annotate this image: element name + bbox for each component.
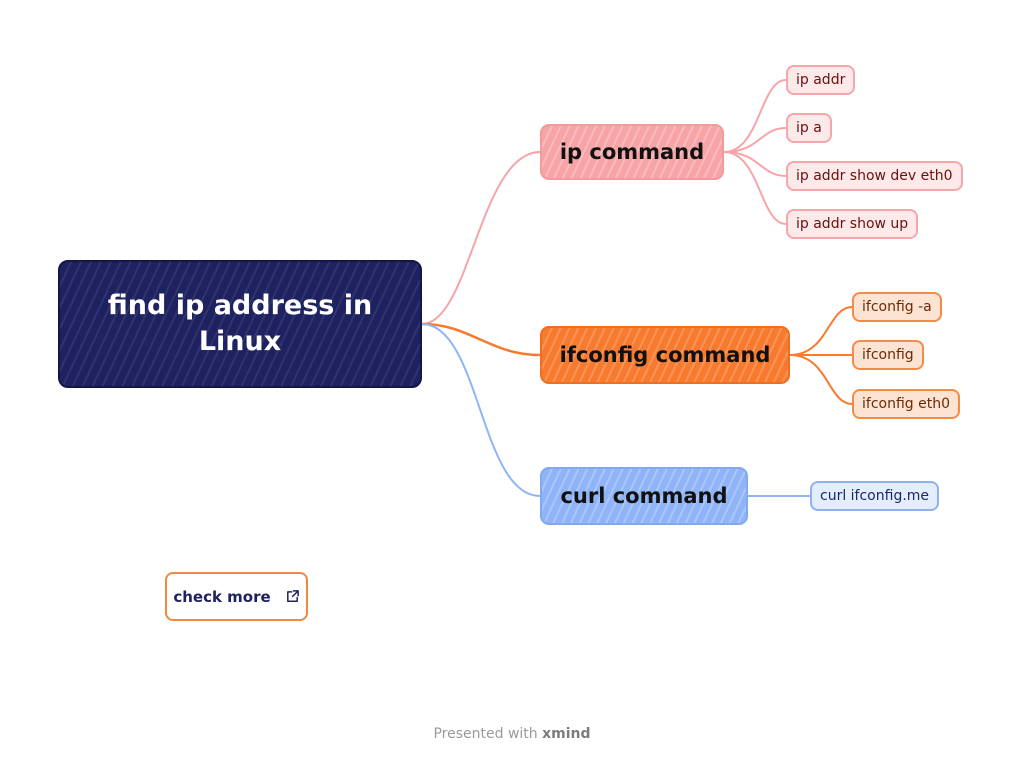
subtopic-ip-addr[interactable]: ip addr [786, 65, 856, 95]
subtopic-curl-ifconfig-me[interactable]: curl ifconfig.me [810, 481, 940, 511]
subtopic-ip-addr-show-dev-eth0[interactable]: ip addr show dev eth0 [786, 161, 963, 191]
subtopic-label: ifconfig eth0 [862, 396, 950, 412]
connector-ifconfig-1 [789, 306, 853, 356]
check-more-label: check more [173, 587, 271, 606]
connector-root-ifconfig [421, 322, 541, 357]
root-topic[interactable]: find ip address in Linux [58, 260, 422, 388]
subtopic-label: ip a [796, 120, 822, 136]
xmind-logo-text[interactable]: xmind [542, 726, 591, 742]
subtopic-ip-a[interactable]: ip a [786, 113, 832, 143]
connector-ip-2 [723, 127, 787, 153]
branch-label: ifconfig command [559, 343, 771, 367]
connector-root-curl [421, 323, 541, 497]
connector-ip-3 [723, 151, 787, 177]
presented-with-footer: Presented with xmind [0, 726, 1024, 742]
external-link-icon [286, 590, 299, 602]
branch-ip-command[interactable]: ip command [540, 124, 724, 180]
connector-root-ip [421, 151, 541, 325]
subtopic-label: ip addr [796, 72, 846, 88]
branch-label: curl command [560, 484, 728, 508]
subtopic-ifconfig-a[interactable]: ifconfig -a [852, 292, 942, 322]
connector-ifconfig-3 [789, 354, 853, 405]
branch-curl-command[interactable]: curl command [540, 467, 748, 525]
subtopic-label: ifconfig [862, 347, 914, 363]
footer-prefix: Presented with [433, 726, 538, 742]
subtopic-label: ifconfig -a [862, 299, 932, 315]
root-topic-label: find ip address in Linux [107, 289, 373, 357]
connector-ip-4 [723, 151, 787, 225]
check-more-button[interactable]: check more [165, 572, 308, 621]
subtopic-ifconfig-eth0[interactable]: ifconfig eth0 [852, 389, 960, 419]
subtopic-label: curl ifconfig.me [820, 488, 930, 504]
branch-ifconfig-command[interactable]: ifconfig command [540, 326, 790, 384]
subtopic-ip-addr-show-up[interactable]: ip addr show up [786, 209, 919, 239]
subtopic-label: ip addr show dev eth0 [796, 168, 953, 184]
connector-ip-1 [723, 79, 787, 153]
subtopic-label: ip addr show up [796, 216, 909, 232]
subtopic-ifconfig[interactable]: ifconfig [852, 340, 924, 370]
branch-label: ip command [559, 140, 705, 164]
